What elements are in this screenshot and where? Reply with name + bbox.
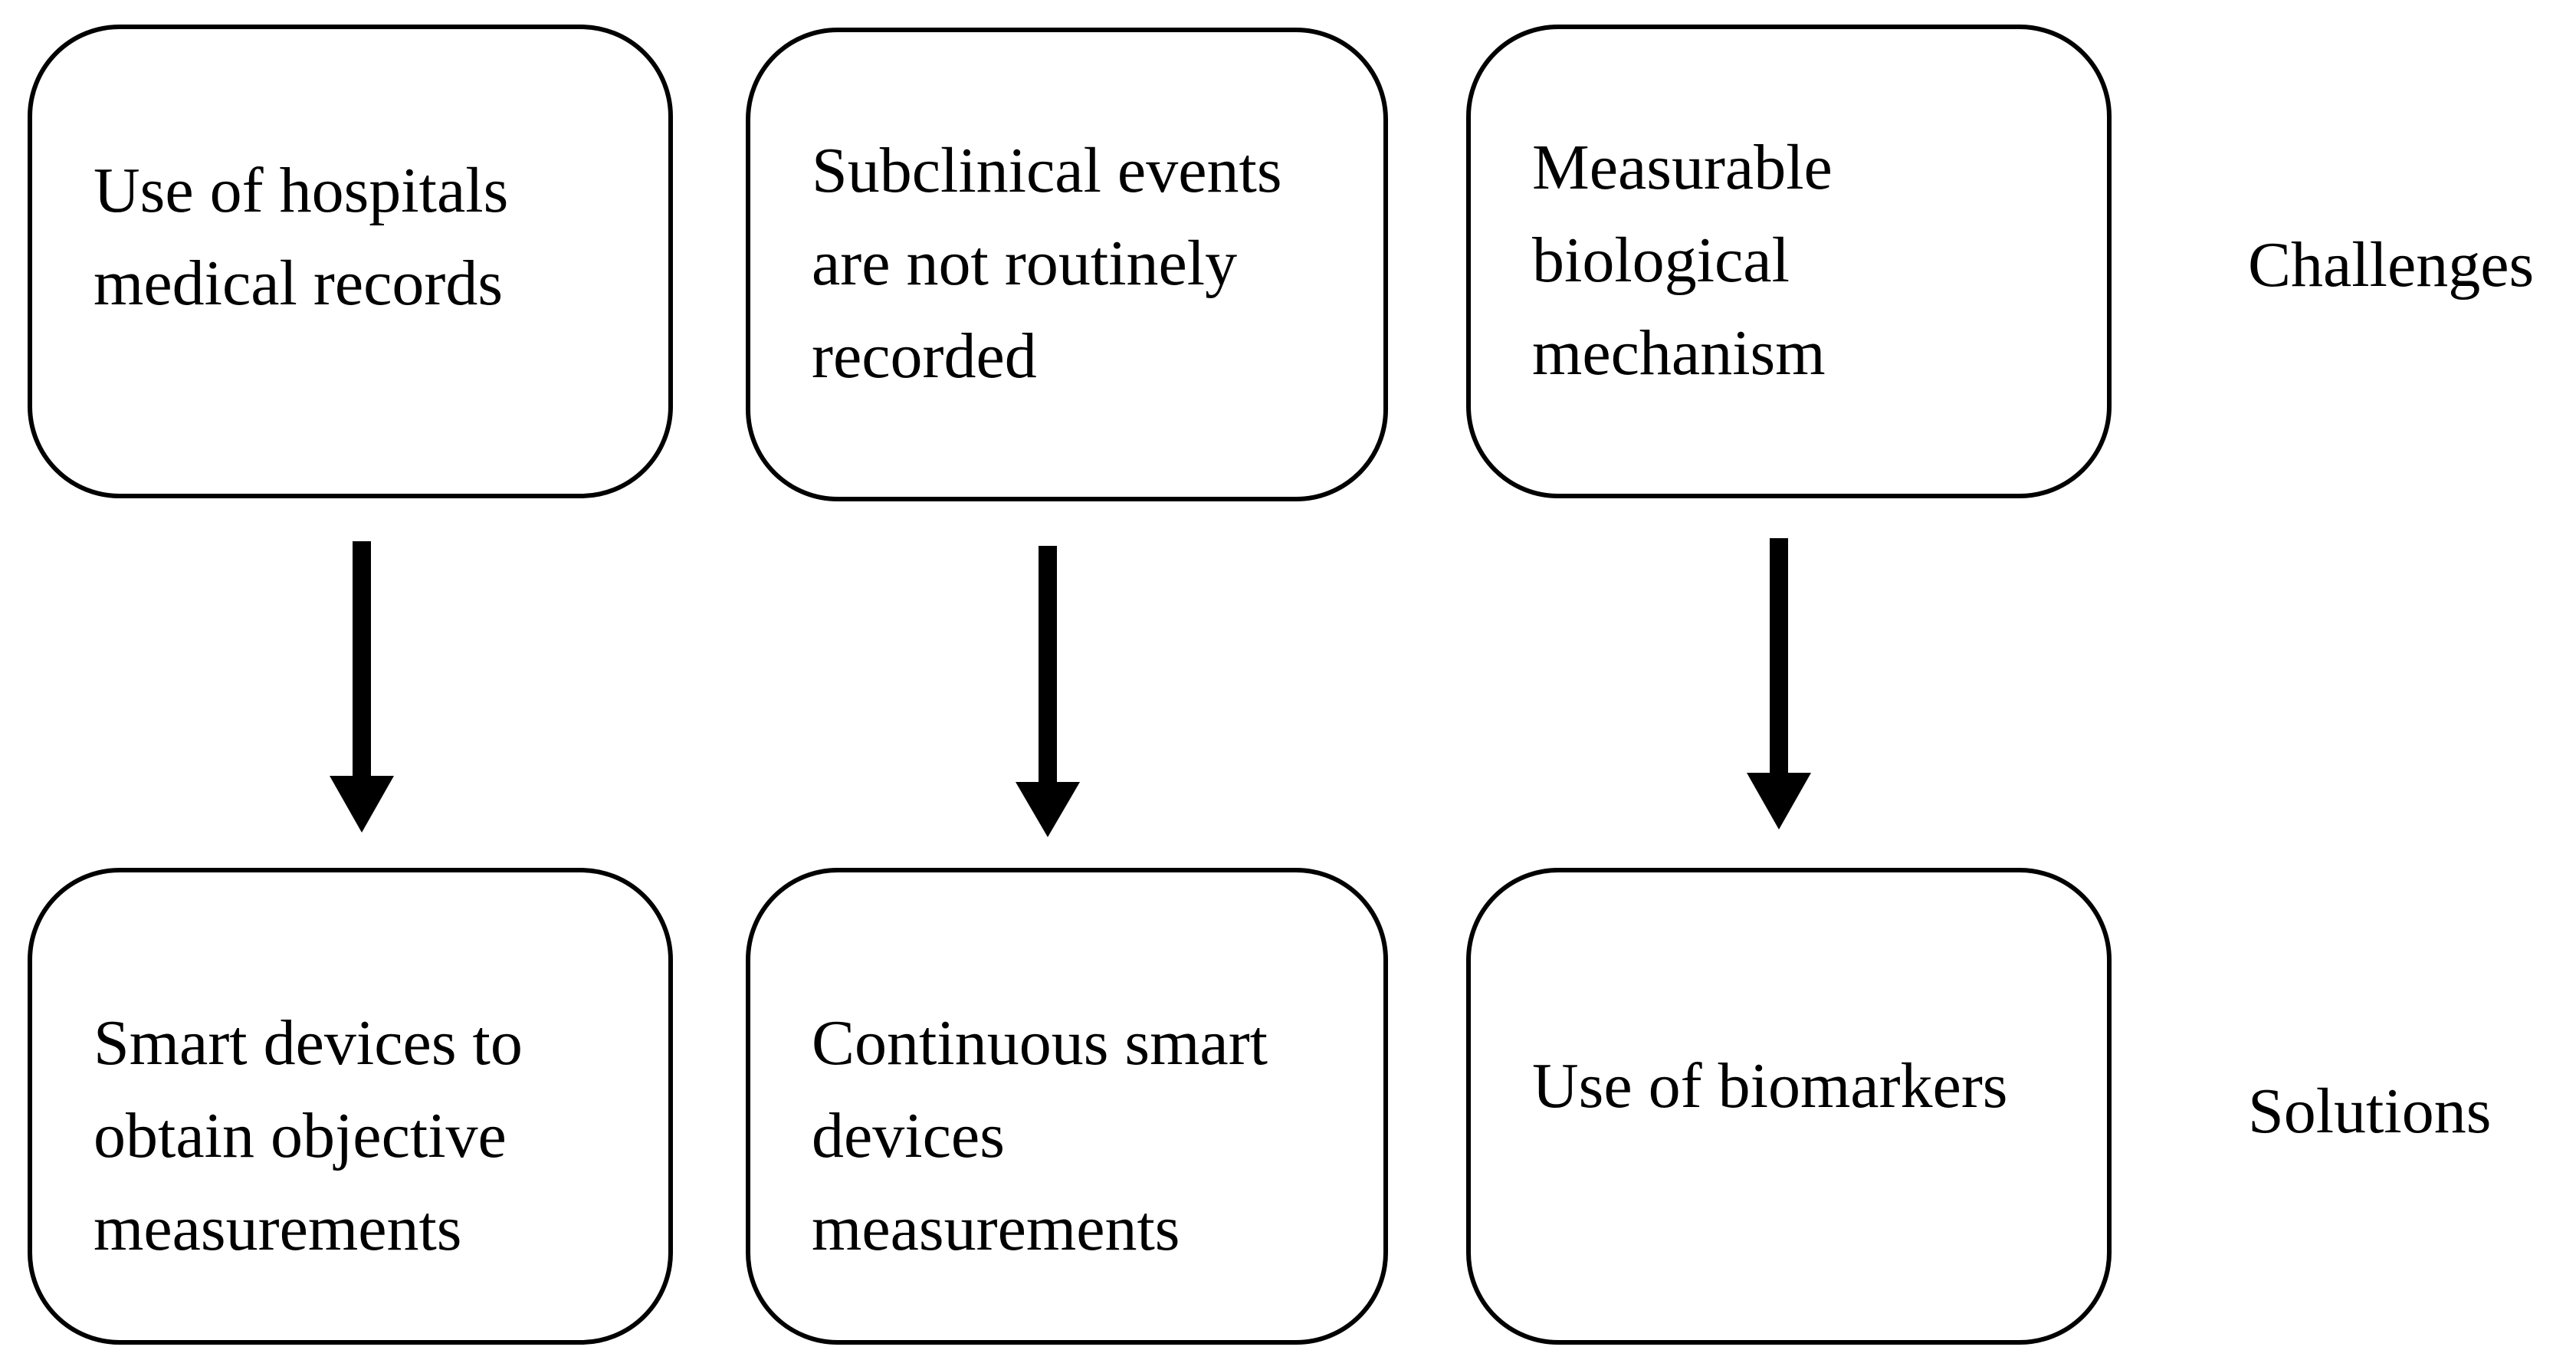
- solution-text-continuous-measurements: Continuous smart devices measurements: [812, 1007, 1268, 1264]
- challenge-box-subclinical-events: Subclinical events are not routinely rec…: [746, 28, 1388, 501]
- arrow-column-1: [330, 541, 394, 833]
- solution-box-smart-devices: Smart devices to obtain objective measur…: [28, 868, 673, 1345]
- challenge-text-hospital-records: Use of hospitals medical records: [94, 155, 509, 319]
- solution-text-smart-devices: Smart devices to obtain objective measur…: [94, 1007, 523, 1264]
- solution-box-biomarkers: Use of biomarkers: [1466, 868, 2112, 1345]
- solution-text-biomarkers: Use of biomarkers: [1532, 1050, 2008, 1122]
- row-label-challenges: Challenges: [2248, 229, 2535, 301]
- challenge-text-subclinical-events: Subclinical events are not routinely rec…: [812, 135, 1282, 392]
- challenge-text-biological-mechanism: Measurable biological mechanism: [1532, 132, 1833, 389]
- arrow-column-2: [1016, 546, 1080, 837]
- challenge-box-biological-mechanism: Measurable biological mechanism: [1466, 25, 2112, 498]
- challenge-box-hospital-records: Use of hospitals medical records: [28, 25, 673, 498]
- row-label-solutions: Solutions: [2248, 1076, 2492, 1147]
- solution-box-continuous-measurements: Continuous smart devices measurements: [746, 868, 1388, 1345]
- arrow-column-3: [1747, 538, 1811, 829]
